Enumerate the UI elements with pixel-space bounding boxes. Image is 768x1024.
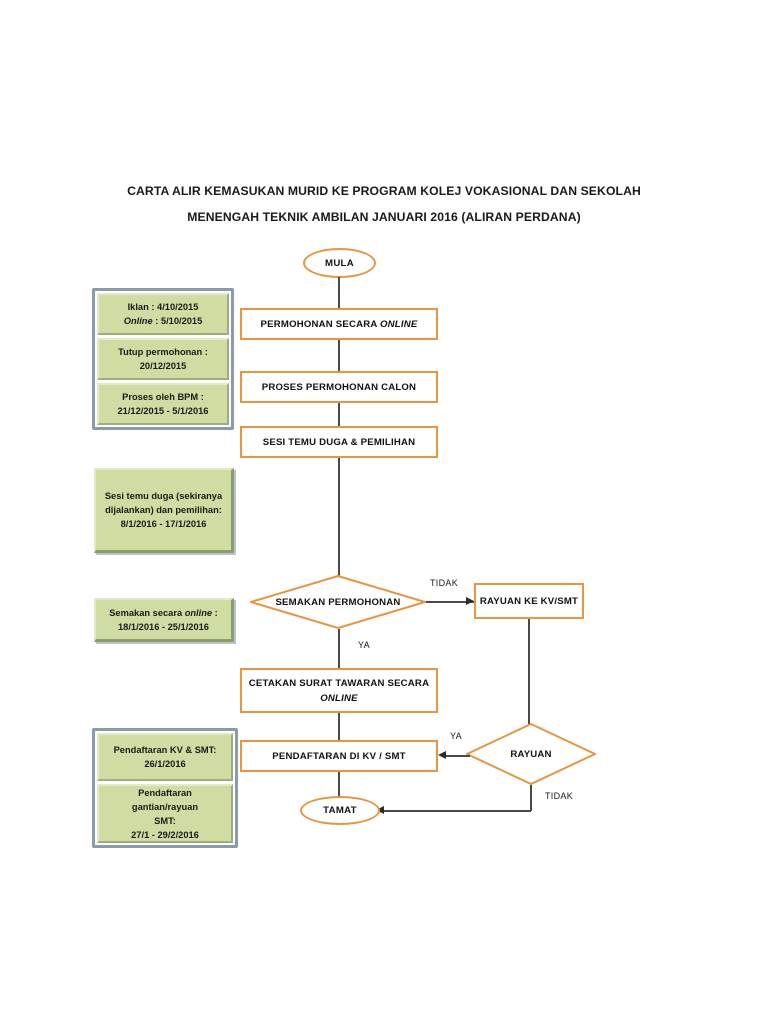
flow-node-mula[interactable]: MULA [303,248,376,278]
flow-node-permohonan-online[interactable]: PERMOHONAN SECARA ONLINE [240,308,438,340]
flow-node-proses-label: PROSES PERMOHONAN CALON [261,381,417,393]
arrowhead-tidak-to-tamat [376,806,384,814]
page-title: CARTA ALIR KEMASUKAN MURID KE PROGRAM KO… [84,178,684,230]
timeline-gantian-line1: Pendaftaran gantian/rayuan [131,787,199,812]
timeline-iklan-line1: Iklan : 4/10/2015 [127,302,199,312]
flow-node-tamat[interactable]: TAMAT [300,796,380,825]
flow-node-cetakan-line1: CETAKAN SURAT TAWARAN SECARA [248,677,430,689]
flow-node-rayuan-label: RAYUAN [510,748,552,760]
timeline-iklan-line2: Online : 5/10/2015 [124,314,203,328]
flow-permohonan-pre: PERMOHONAN SECARA [260,318,380,330]
arrowhead-rayuan-to-pendaftaran [438,751,446,759]
connector-proses-to-sesi [338,403,340,427]
timeline-box-pendaftaran-kv-smt: Pendaftaran KV & SMT: 26/1/2016 [97,733,233,781]
flow-node-pendaftaran-di-kv-smt[interactable]: PENDAFTARAN DI KV / SMT [240,740,438,772]
connector-rayuan-tidak-to-tamat [382,810,531,812]
edge-label-ya-semakan: YA [358,640,370,650]
timeline-gantian-line3: 27/1 - 29/2/2016 [131,829,199,840]
timeline-pendaftaran-line2: 26/1/2016 [144,759,186,769]
flow-node-proses-permohonan[interactable]: PROSES PERMOHONAN CALON [240,371,438,403]
timeline-box-semakan-online: Semakan secara online : 18/1/2016 - 25/1… [94,598,234,642]
flow-node-tamat-label: TAMAT [323,805,357,816]
connector-semakan-to-cetakan [338,629,340,669]
timeline-box-proses-bpm: Proses oleh BPM : 21/12/2015 - 5/1/2016 [97,383,229,425]
timeline-iklan-online-italic: Online [123,316,153,326]
connector-pendaftaran-to-tamat [338,772,340,797]
connector-permohonan-to-proses [338,340,340,372]
flow-node-rayuan[interactable]: RAYUAN [466,723,596,785]
timeline-group-top: Iklan : 4/10/2015 Online : 5/10/2015 Tut… [92,288,234,430]
flow-node-cetakan-line2: ONLINE [249,691,429,706]
timeline-box-tutup-permohonan: Tutup permohonan : 20/12/2015 [97,338,229,380]
diamond-shape [250,575,426,629]
timeline-iklan-date: : 5/10/2015 [152,316,203,326]
timeline-bpm-line1: Proses oleh BPM : [122,392,204,402]
timeline-group-bottom: Pendaftaran KV & SMT: 26/1/2016 Pendafta… [92,728,238,848]
arrowhead-semakan-to-rayuan-kv [466,597,474,605]
connector-sesi-to-semakan [338,458,340,576]
timeline-sesi-line1: Sesi temu duga (sekiranya [104,491,223,501]
connector-rayuan-tidak-down [530,785,532,811]
timeline-box-sesi-temu-duga: Sesi temu duga (sekiranya dijalankan) da… [94,468,234,553]
connector-semakan-to-rayuan-kv [426,601,474,603]
timeline-box-pendaftaran-gantian: Pendaftaran gantian/rayuan SMT: 27/1 - 2… [97,784,233,843]
timeline-semakan-online-italic: online [184,607,213,618]
flow-node-permohonan-label: PERMOHONAN SECARA ONLINE [261,317,418,332]
flow-node-mula-label: MULA [325,257,354,269]
timeline-tutup-line2: 20/12/2015 [139,361,187,371]
flow-node-sesi-temu-duga[interactable]: SESI TEMU DUGA & PEMILIHAN [240,426,438,458]
page-title-line2: MENENGAH TEKNIK AMBILAN JANUARI 2016 (AL… [187,210,581,224]
timeline-sesi-line3: 8/1/2016 - 17/1/2016 [120,519,207,529]
connector-cetakan-to-pendaftaran [338,713,340,741]
flow-cetakan-italic: ONLINE [320,692,358,704]
flow-node-sesi-label: SESI TEMU DUGA & PEMILIHAN [262,436,416,448]
flow-node-rayuan-ke-kv-smt[interactable]: RAYUAN KE KV/SMT [474,583,584,619]
timeline-sesi-line2: dijalankan) dan pemilihan: [105,505,222,515]
flow-node-semakan-permohonan[interactable]: SEMAKAN PERMOHONAN [250,575,426,629]
timeline-pendaftaran-line1: Pendaftaran KV & SMT: [113,745,217,755]
timeline-gantian-line2: SMT: [154,815,176,826]
timeline-semakan-post: : [212,607,218,618]
page-title-line1: CARTA ALIR KEMASUKAN MURID KE PROGRAM KO… [127,184,641,198]
edge-label-ya-rayuan: YA [450,731,462,741]
edge-label-tidak-rayuan: TIDAK [545,791,574,801]
flow-permohonan-italic: ONLINE [380,318,418,330]
connector-mula-to-permohonan [338,277,340,309]
timeline-box-iklan: Iklan : 4/10/2015 Online : 5/10/2015 [97,293,229,335]
timeline-tutup-line1: Tutup permohonan : [118,347,208,357]
timeline-semakan-line1: Semakan secara online : [109,606,218,620]
edge-label-tidak-semakan: TIDAK [430,578,459,588]
flow-node-semakan-label: SEMAKAN PERMOHONAN [275,596,401,608]
timeline-semakan-pre: Semakan secara [109,607,185,618]
connector-rayuan-kv-to-rayuan-diamond [528,619,530,724]
flow-node-pendaftaran-label: PENDAFTARAN DI KV / SMT [272,750,406,762]
flow-node-cetakan-surat-tawaran[interactable]: CETAKAN SURAT TAWARAN SECARA ONLINE [240,668,438,713]
diamond-shape [466,723,596,785]
flow-node-rayuan-kv-label: RAYUAN KE KV/SMT [479,595,579,607]
timeline-semakan-line2: 18/1/2016 - 25/1/2016 [118,621,209,632]
connector-rayuan-to-pendaftaran [446,755,470,757]
timeline-bpm-line2: 21/12/2015 - 5/1/2016 [117,406,209,416]
